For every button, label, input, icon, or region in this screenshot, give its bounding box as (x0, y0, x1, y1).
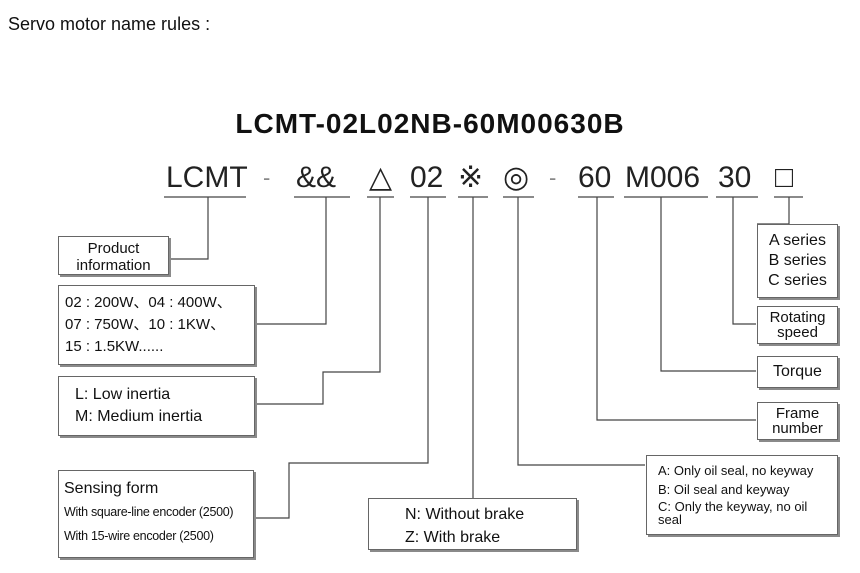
speed-line-2: speed (777, 324, 818, 341)
model-number: LCMT-02L02NB-60M00630B (235, 108, 625, 139)
shaft-option-box: A: Only oil seal, no keyway B: Oil seal … (646, 455, 838, 535)
code-torque: M006 (625, 161, 701, 194)
code-speed: 30 (718, 161, 752, 194)
frame-number-box: Frame number (757, 402, 838, 440)
code-inertia: △ (369, 161, 393, 194)
code-sensing: 02 (410, 161, 444, 194)
power-line-1: 02 : 200W、04 : 400W、 (65, 294, 232, 311)
brake-line-2: Z: With brake (405, 529, 501, 546)
shaft-line-3: C: Only the keyway, no oil (658, 499, 808, 514)
code-series: □ (775, 161, 794, 194)
shaft-line-2: B: Oil seal and keyway (658, 482, 790, 497)
code-brake: ※ (458, 161, 484, 194)
power-line-3: 15 : 1.5KW...... (65, 338, 164, 355)
code-series-prefix: LCMT (166, 161, 248, 194)
sensing-title: Sensing form (64, 480, 159, 497)
shaft-line-4: seal (658, 512, 682, 527)
series-line-3: C series (768, 272, 827, 289)
speed-line-1: Rotating (769, 309, 826, 326)
code-power: && (296, 161, 337, 194)
product-line-1: Product (87, 240, 140, 257)
code-shaft: ◎ (503, 161, 530, 194)
sensing-line-2: With 15-wire encoder (2500) (64, 529, 214, 543)
torque-box: Torque (757, 356, 838, 388)
power-line-2: 07 : 750W、10 : 1KW、 (65, 316, 226, 333)
frame-line-1: Frame (775, 405, 820, 422)
code-frame: 60 (578, 161, 612, 194)
inertia-line-1: L: Low inertia (75, 386, 171, 403)
rotating-speed-box: Rotating speed (757, 306, 838, 344)
sensing-line-1: With square-line encoder (2500) (64, 505, 234, 519)
series-line-2: B series (768, 252, 827, 269)
torque-label: Torque (773, 363, 822, 380)
code-dash: - (263, 165, 271, 190)
inertia-line-2: M: Medium inertia (75, 408, 203, 425)
shaft-line-1: A: Only oil seal, no keyway (658, 463, 814, 478)
brake-line-1: N: Without brake (405, 506, 525, 523)
sensing-form-box: Sensing form With square-line encoder (2… (58, 470, 254, 558)
frame-line-2: number (772, 420, 823, 437)
page-heading: Servo motor name rules : (8, 14, 211, 34)
product-info-box: Product information (58, 236, 169, 275)
series-line-1: A series (769, 232, 826, 249)
inertia-box: L: Low inertia M: Medium inertia (58, 376, 255, 436)
product-line-2: information (76, 257, 151, 274)
series-box: A series B series C series (757, 224, 838, 298)
power-rating-box: 02 : 200W、04 : 400W、 07 : 750W、10 : 1KW、… (58, 285, 255, 365)
code-dash: - (549, 165, 557, 190)
brake-box: N: Without brake Z: With brake (368, 498, 577, 550)
